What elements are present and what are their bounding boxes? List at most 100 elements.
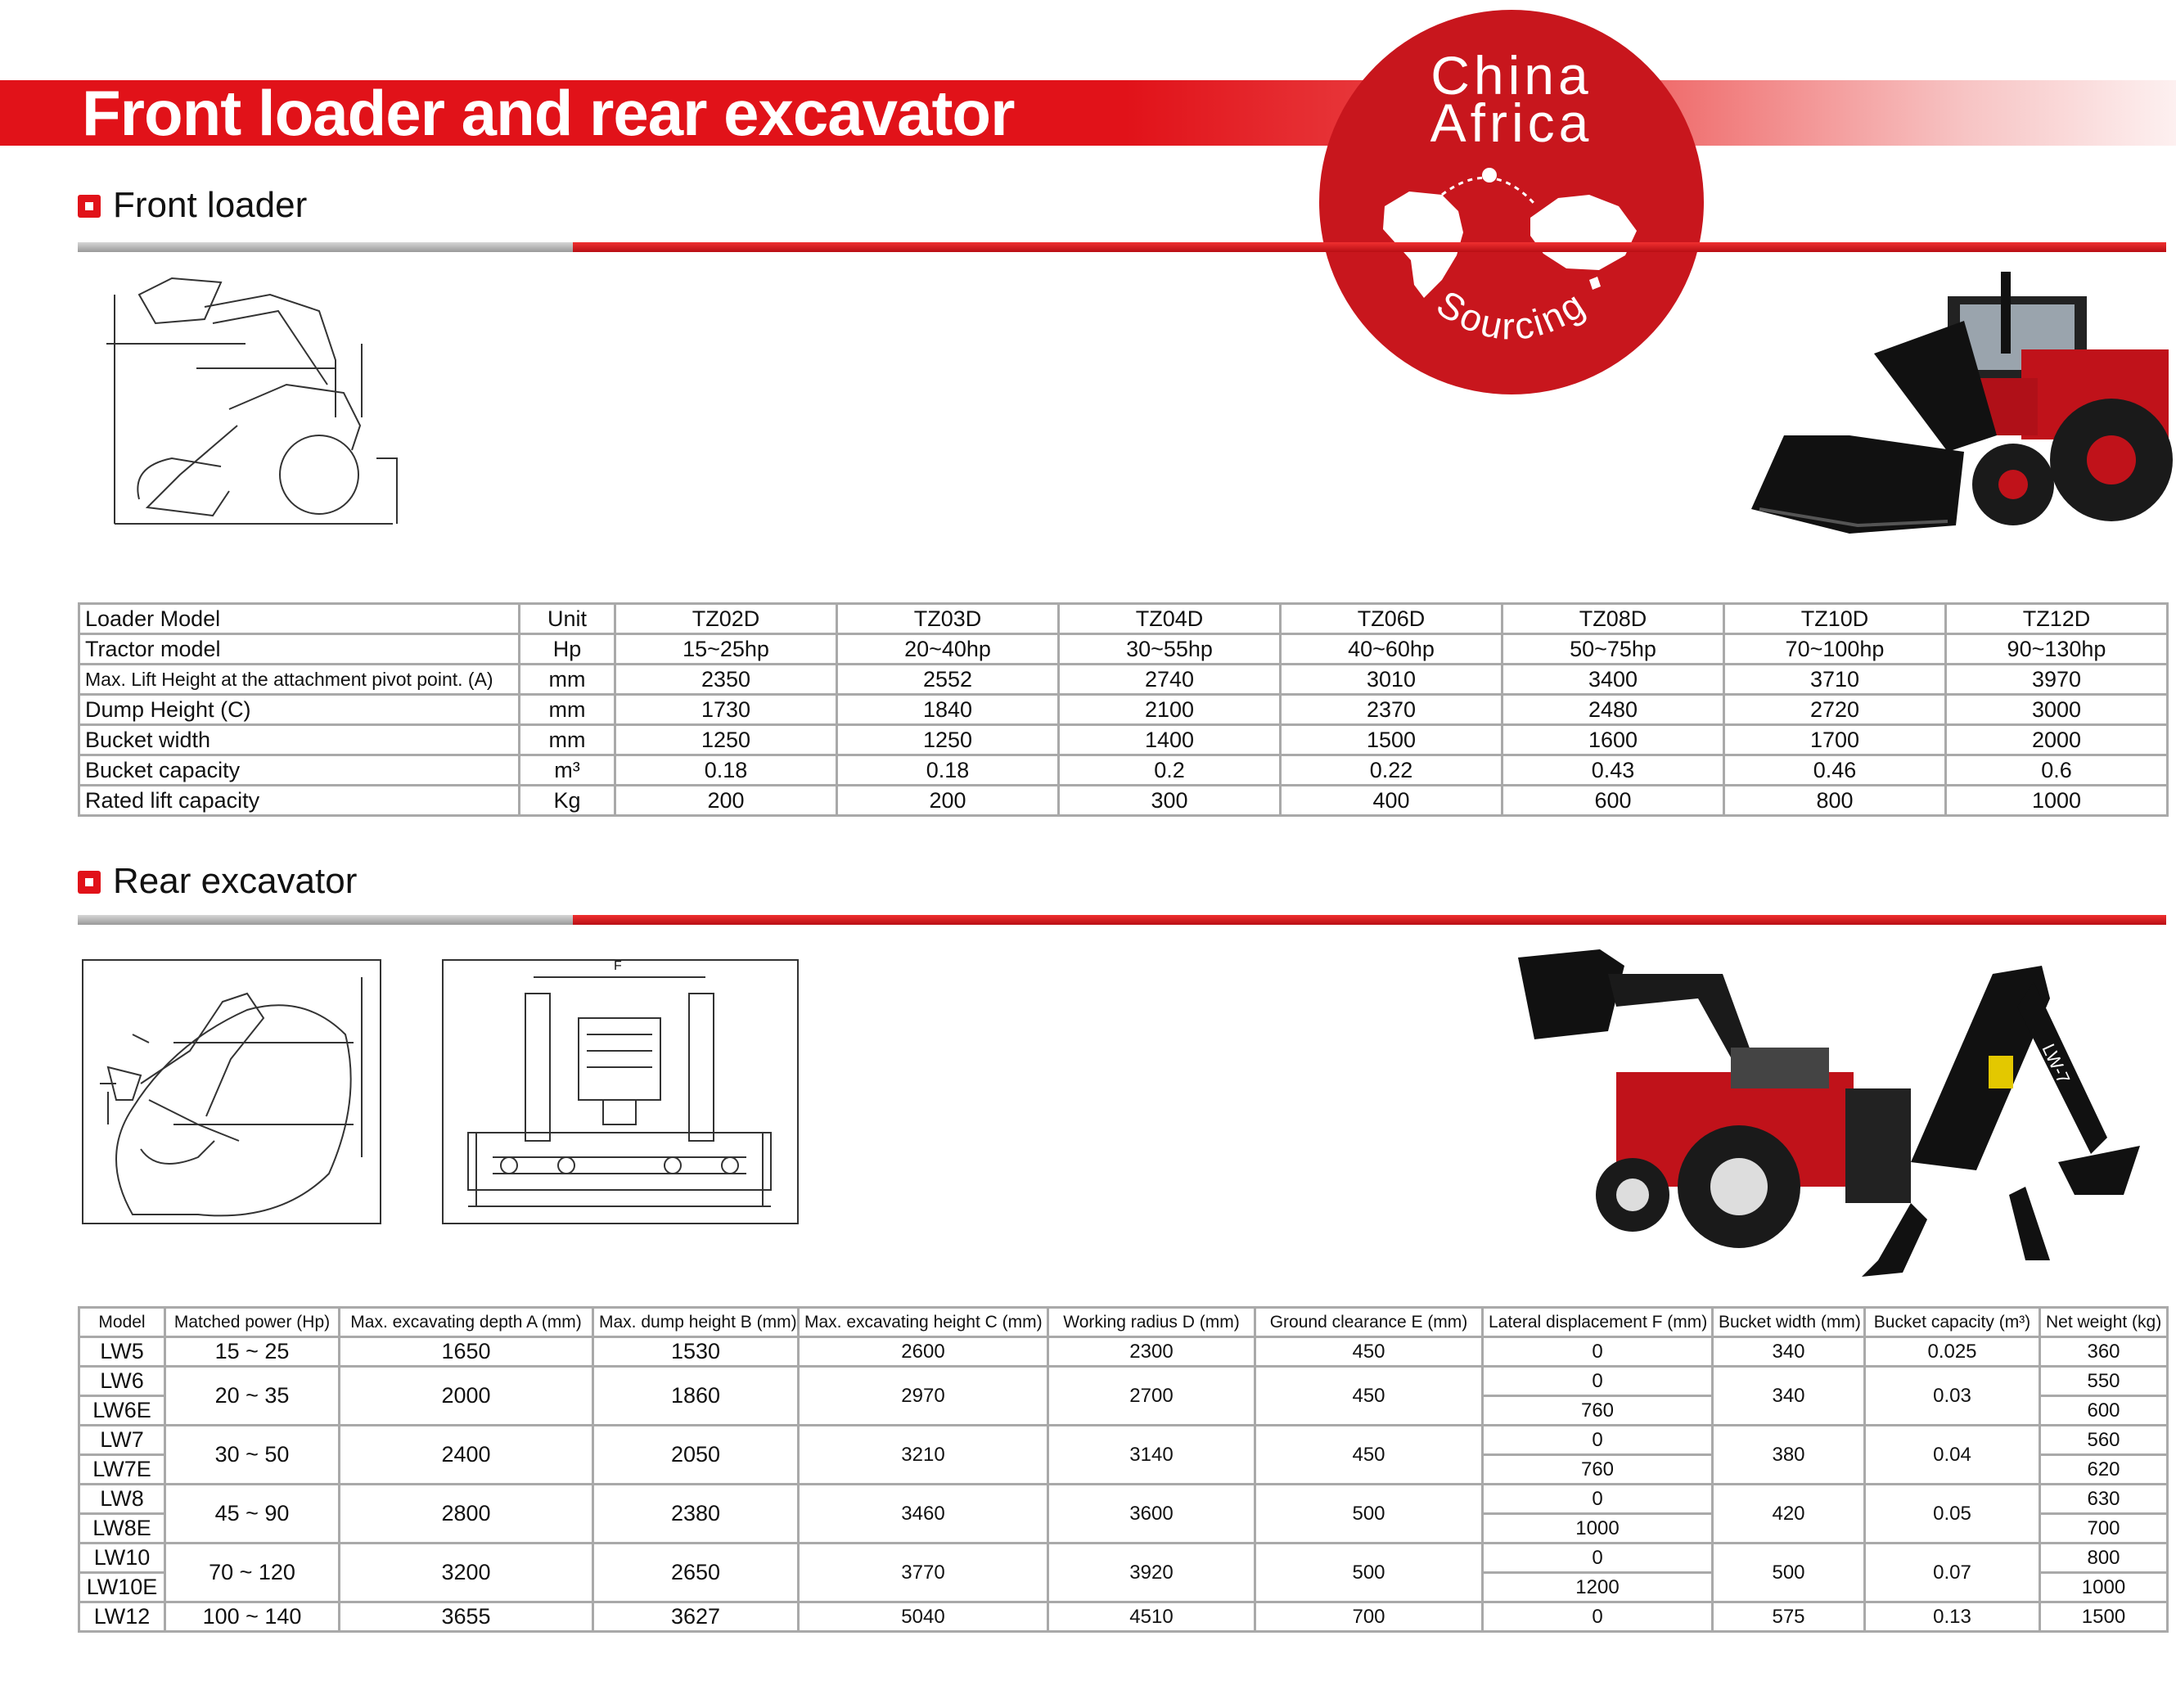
table-cell: Max. dump height B (mm) (592, 1306, 800, 1338)
logo-bottom-text: Sourcing (1430, 282, 1594, 348)
table-cell: 3627 (592, 1601, 800, 1633)
table-cell: 15 ~ 25 (164, 1336, 340, 1368)
table-cell: 3770 (797, 1542, 1049, 1603)
table-cell: 1200 (1481, 1571, 1714, 1603)
table-cell: Max. Lift Height at the attachment pivot… (78, 663, 520, 696)
table-cell: 4510 (1047, 1601, 1256, 1633)
table-cell: 200 (836, 784, 1060, 817)
table-cell: Loader Model (78, 602, 520, 635)
table-cell: 0.07 (1863, 1542, 2041, 1603)
table-cell: LW8 (78, 1483, 166, 1515)
table-cell: 2400 (338, 1424, 594, 1485)
section-bullet-icon (78, 871, 101, 894)
table-row: Bucket capacity m³ 0.18 0.18 0.2 0.22 0.… (78, 754, 2169, 786)
table-cell: 600 (2039, 1395, 2169, 1426)
table-row: Rated lift capacity Kg 200 200 300 400 6… (78, 784, 2169, 817)
china-africa-sourcing-logo: China Africa Sourcing (1319, 10, 1704, 394)
table-cell: 3140 (1047, 1424, 1256, 1485)
table-cell: Rated lift capacity (78, 784, 520, 817)
table-cell: 2600 (797, 1336, 1049, 1368)
table-cell: 0.025 (1863, 1336, 2041, 1368)
table-row: LW10 70 ~ 120 3200 2650 3770 3920 500 0 … (78, 1542, 2169, 1603)
table-cell: Max. excavating height C (mm) (797, 1306, 1049, 1338)
table-cell: 20 ~ 35 (164, 1365, 340, 1426)
table-cell: 3655 (338, 1601, 594, 1633)
table-cell: 45 ~ 90 (164, 1483, 340, 1544)
table-cell: 1000 (1481, 1512, 1714, 1544)
table-cell: TZ12D (1944, 602, 2169, 635)
table-cell: 0.18 (614, 754, 838, 786)
page-title: Front loader and rear excavator (82, 77, 1015, 149)
table-cell: 2370 (1279, 693, 1503, 726)
table-header-row: Loader Model Unit TZ02D TZ03D TZ04D TZ06… (78, 602, 2169, 635)
table-cell: LW12 (78, 1601, 166, 1633)
table-cell: 2300 (1047, 1336, 1256, 1368)
table-cell: 1000 (1944, 784, 2169, 817)
table-cell: 3710 (1723, 663, 1947, 696)
rear-excavator-spec-table: Model Matched power (Hp) Max. excavating… (78, 1306, 2169, 1633)
table-row: LW6 20 ~ 35 2000 1860 2970 2700 450 0 34… (78, 1365, 2169, 1426)
excavator-rear-drawing (467, 976, 772, 1207)
table-cell: 2000 (1944, 723, 2169, 756)
table-cell: 50~75hp (1501, 633, 1725, 665)
table-cell: LW6E (78, 1395, 166, 1426)
table-cell: 420 (1711, 1483, 1866, 1544)
table-cell: 1000 (2039, 1571, 2169, 1603)
section-divider-red (573, 242, 2166, 252)
table-cell: 620 (2039, 1453, 2169, 1485)
table-row: LW7E 760 620 (78, 1453, 2169, 1485)
table-cell: m³ (518, 754, 616, 786)
table-row: LW8 45 ~ 90 2800 2380 3460 3600 500 0 42… (78, 1483, 2169, 1544)
table-cell: LW10E (78, 1571, 166, 1603)
table-row: Dump Height (C) mm 1730 1840 2100 2370 2… (78, 693, 2169, 726)
table-cell: 90~130hp (1944, 633, 2169, 665)
table-cell: 1700 (1723, 723, 1947, 756)
table-cell: 70 ~ 120 (164, 1542, 340, 1603)
table-cell: Tractor model (78, 633, 520, 665)
table-row: Bucket width mm 1250 1250 1400 1500 1600… (78, 723, 2169, 756)
table-cell: Working radius D (mm) (1047, 1306, 1256, 1338)
table-cell: 2380 (592, 1483, 800, 1544)
table-cell: 2650 (592, 1542, 800, 1603)
table-row: LW8E 1000 700 (78, 1512, 2169, 1544)
continents-icon: Sourcing (1383, 168, 1637, 348)
table-cell: 1650 (338, 1336, 594, 1368)
table-row: LW12 100 ~ 140 3655 3627 5040 4510 700 0… (78, 1601, 2169, 1633)
front-loader-spec-table: Loader Model Unit TZ02D TZ03D TZ04D TZ06… (78, 602, 2169, 817)
logo-line-2: Africa (1430, 92, 1593, 153)
table-cell: 300 (1057, 784, 1282, 817)
table-cell: 700 (2039, 1512, 2169, 1544)
table-cell: 0 (1481, 1336, 1714, 1368)
table-row: LW5 15 ~ 25 1650 1530 2600 2300 450 0 34… (78, 1336, 2169, 1368)
table-cell: 0.2 (1057, 754, 1282, 786)
table-cell: 2350 (614, 663, 838, 696)
table-cell: 3600 (1047, 1483, 1256, 1544)
table-cell: 3920 (1047, 1542, 1256, 1603)
section-divider-red (573, 915, 2166, 925)
table-cell: 30~55hp (1057, 633, 1282, 665)
table-cell: LW6 (78, 1365, 166, 1397)
table-cell: 400 (1279, 784, 1503, 817)
table-cell: 3970 (1944, 663, 2169, 696)
table-cell: 800 (2039, 1542, 2169, 1574)
table-cell: 2100 (1057, 693, 1282, 726)
table-cell: TZ06D (1279, 602, 1503, 635)
table-header-row: Model Matched power (Hp) Max. excavating… (78, 1306, 2169, 1338)
table-cell: 2000 (338, 1365, 594, 1426)
table-cell: 575 (1711, 1601, 1866, 1633)
table-cell: TZ04D (1057, 602, 1282, 635)
section-bullet-icon (78, 195, 101, 218)
table-cell: 3210 (797, 1424, 1049, 1485)
table-cell: TZ10D (1723, 602, 1947, 635)
table-cell: 30 ~ 50 (164, 1424, 340, 1485)
table-cell: Unit (518, 602, 616, 635)
table-cell: 450 (1254, 1424, 1484, 1485)
table-cell: 2740 (1057, 663, 1282, 696)
logo-line-1: China (1430, 45, 1593, 106)
table-cell: 1840 (836, 693, 1060, 726)
table-row: LW7 30 ~ 50 2400 2050 3210 3140 450 0 38… (78, 1424, 2169, 1485)
table-cell: LW8E (78, 1512, 166, 1544)
table-cell: 1400 (1057, 723, 1282, 756)
table-cell: Bucket width (78, 723, 520, 756)
table-cell: 0.46 (1723, 754, 1947, 786)
